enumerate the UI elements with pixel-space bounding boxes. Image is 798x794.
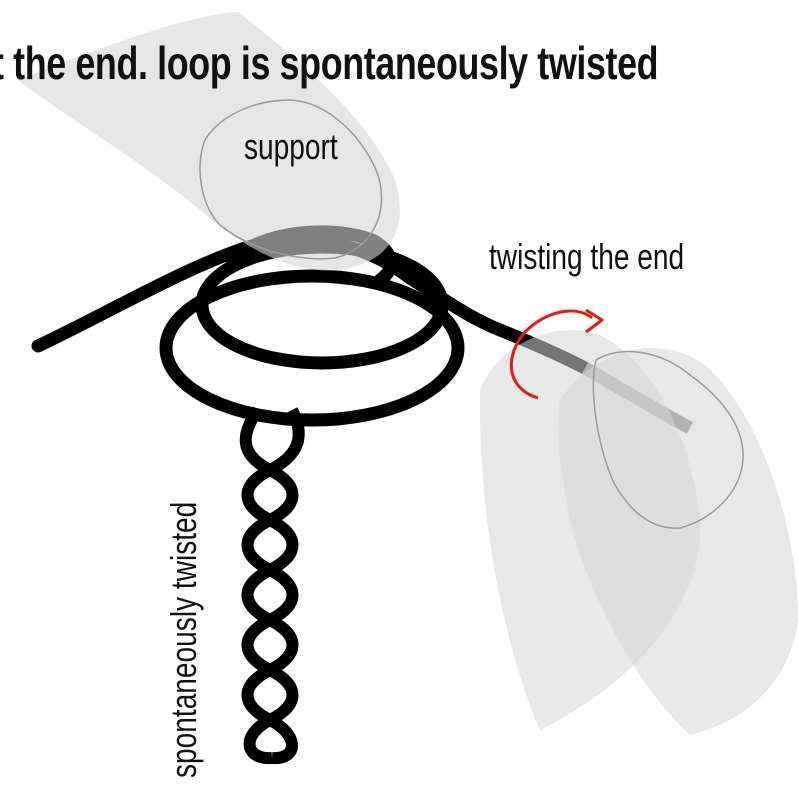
support-hand: [18, 12, 400, 271]
twisted-braid: [239, 406, 305, 765]
twist-arrow-head: [585, 308, 604, 334]
twisting-thumb-outline: [592, 350, 744, 529]
twisting-end-label: twisting the end: [489, 236, 685, 277]
twisting-hand-front: [558, 347, 798, 735]
support-label: support: [244, 126, 338, 167]
twisting-hand: [479, 330, 798, 735]
braid-strand-right: [241, 407, 305, 765]
twist-arrow: [509, 308, 604, 400]
diagram-title: t the end. loop is spontaneously twisted: [0, 37, 659, 89]
rope-loop-outer: [159, 269, 465, 427]
twist-arrow-curve: [509, 309, 593, 400]
support-thumb-outline: [199, 99, 383, 260]
support-hand-shape: [18, 12, 400, 271]
braid-strand-left: [239, 406, 299, 765]
spontaneously-twisted-label: spontaneously twisted: [163, 501, 204, 778]
